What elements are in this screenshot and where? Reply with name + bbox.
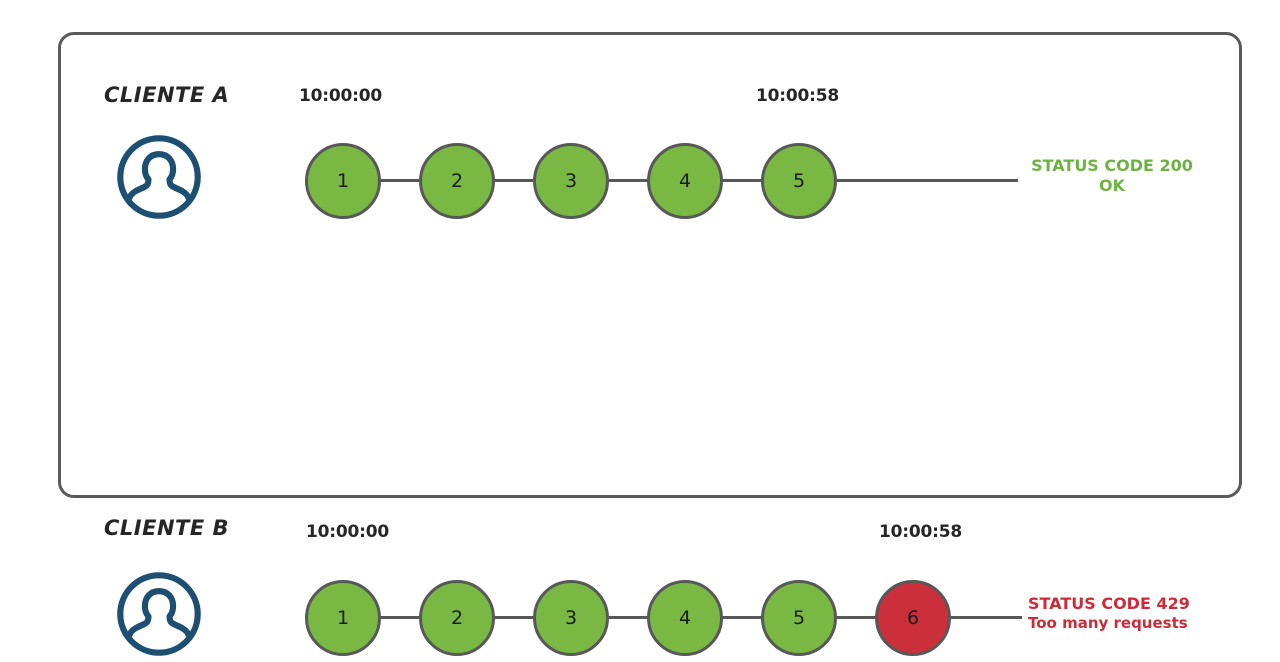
request-node-a-3: 3 xyxy=(533,143,609,219)
diagram-frame xyxy=(58,32,1242,498)
client-b-start-time: 10:00:00 xyxy=(306,522,389,542)
request-connector xyxy=(721,179,763,182)
client-b-status-line2: Too many requests xyxy=(1028,614,1188,633)
request-connector xyxy=(493,616,535,619)
request-connector xyxy=(379,616,421,619)
user-avatar-icon xyxy=(115,570,203,658)
client-b-label: CLIENTE B xyxy=(104,516,230,540)
client-a-status-line2: OK xyxy=(1099,176,1125,196)
request-node-b-3: 3 xyxy=(533,580,609,656)
request-node-a-1: 1 xyxy=(305,143,381,219)
status-connector xyxy=(835,179,1018,182)
client-b-status: STATUS CODE 429 Too many requests xyxy=(1028,594,1220,634)
client-a-end-time: 10:00:58 xyxy=(756,86,839,106)
request-node-a-2: 2 xyxy=(419,143,495,219)
client-a-label: CLIENTE A xyxy=(104,83,230,107)
request-connector xyxy=(607,616,649,619)
client-a-start-time: 10:00:00 xyxy=(299,86,382,106)
client-a-status: STATUS CODE 200 OK xyxy=(1024,156,1200,197)
request-connector xyxy=(493,179,535,182)
request-node-b-2: 2 xyxy=(419,580,495,656)
status-connector xyxy=(949,616,1022,619)
request-node-b-4: 4 xyxy=(647,580,723,656)
request-node-b-6: 6 xyxy=(875,580,951,656)
request-connector xyxy=(835,616,877,619)
request-node-b-1: 1 xyxy=(305,580,381,656)
request-connector xyxy=(379,179,421,182)
request-node-b-5: 5 xyxy=(761,580,837,656)
client-b-end-time: 10:00:58 xyxy=(879,522,962,542)
client-a-status-line1: STATUS CODE 200 xyxy=(1031,156,1193,175)
request-connector xyxy=(721,616,763,619)
request-node-a-4: 4 xyxy=(647,143,723,219)
user-avatar-icon xyxy=(115,133,203,221)
client-b-status-line1: STATUS CODE 429 xyxy=(1028,594,1190,613)
request-connector xyxy=(607,179,649,182)
request-node-a-5: 5 xyxy=(761,143,837,219)
